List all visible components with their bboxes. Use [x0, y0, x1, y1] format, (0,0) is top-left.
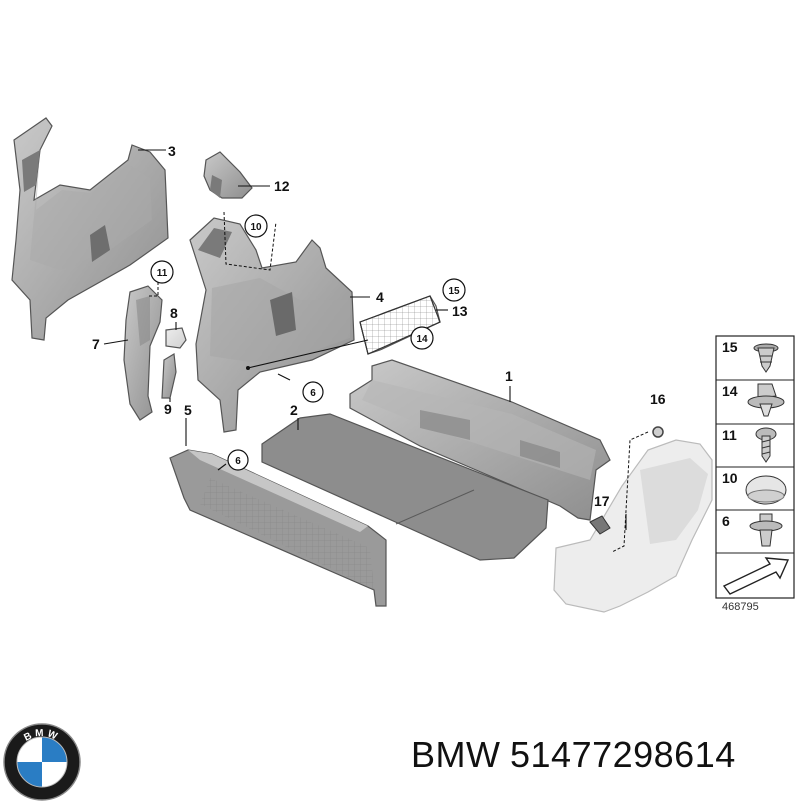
floor-mat-part: [261, 413, 549, 561]
circled-callout-10: 10: [244, 214, 268, 238]
svg-text:6: 6: [310, 388, 316, 399]
side-trim-right-part: [189, 217, 355, 433]
cap-icon: [745, 475, 787, 505]
diagram-reference-number: 468795: [722, 601, 759, 613]
legend-item-15: 15: [722, 339, 738, 355]
legend-item-14: 14: [722, 383, 738, 399]
svg-text:11: 11: [157, 268, 168, 279]
pillar-trim-part: [123, 285, 163, 421]
svg-text:BMW: BMW: [22, 728, 61, 744]
floor-cover-part: [349, 359, 611, 521]
light-housing-part: [553, 439, 713, 613]
callout-4: 4: [376, 289, 384, 305]
caption-brand: BMW: [411, 734, 501, 775]
circled-callout-6a: 6: [302, 381, 324, 403]
legend-item-11: 11: [722, 427, 737, 443]
circled-callout-14: 14: [410, 326, 434, 350]
callout-7: 7: [92, 336, 100, 352]
callout-16: 16: [650, 391, 666, 407]
callout-8: 8: [170, 305, 178, 321]
fastener-legend: 15 14 11 10 6: [715, 335, 795, 599]
callout-13: 13: [452, 303, 468, 319]
callout-1: 1: [505, 368, 513, 384]
rivet-icon: [749, 513, 783, 547]
callout-2: 2: [290, 402, 298, 418]
caption-part-number: 51477298614: [510, 734, 736, 775]
push-clip-icon: [753, 343, 779, 373]
grommet-part: [652, 426, 664, 438]
bracket-part: [203, 151, 253, 199]
svg-text:10: 10: [250, 222, 262, 233]
callout-5: 5: [184, 402, 192, 418]
circled-callout-6b: 6: [227, 449, 249, 471]
circled-callout-11: 11: [150, 260, 174, 284]
svg-text:14: 14: [416, 334, 428, 345]
circled-callout-15: 15: [442, 278, 466, 302]
expanding-clip-icon: [747, 383, 785, 417]
callout-12: 12: [274, 178, 290, 194]
cargo-net-part: [359, 295, 441, 355]
callout-9: 9: [164, 401, 172, 417]
callout-3: 3: [168, 143, 176, 159]
screw-icon: [755, 427, 777, 463]
direction-arrow-icon: [722, 557, 790, 595]
callout-17: 17: [594, 493, 610, 509]
fastener-part: [589, 515, 611, 535]
legend-item-10: 10: [722, 470, 738, 486]
side-trim-left-part: [11, 117, 169, 341]
strip-part: [161, 353, 177, 399]
bmw-logo-icon: BMW: [3, 723, 81, 801]
svg-text:15: 15: [448, 286, 460, 297]
clip-part: [165, 327, 187, 349]
sill-trim-part: [169, 449, 387, 607]
svg-text:6: 6: [235, 456, 241, 467]
legend-item-6: 6: [722, 513, 730, 529]
